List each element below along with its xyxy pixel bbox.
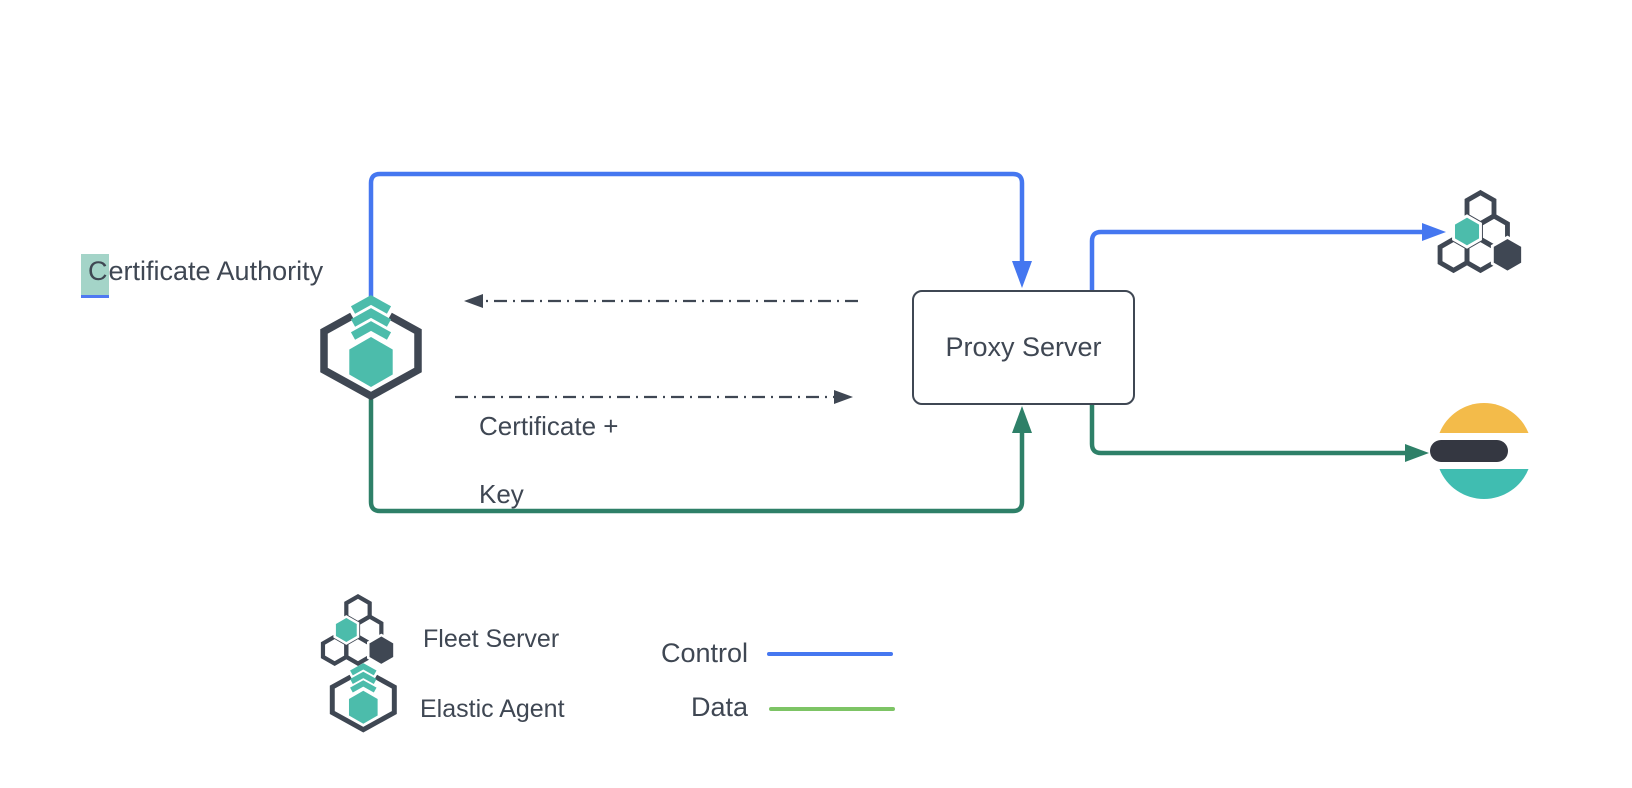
selection-highlight: C [81, 254, 109, 298]
fleet-server-icon[interactable] [1440, 193, 1523, 273]
arrowhead-cert-key-right [834, 390, 853, 404]
elasticsearch-logo-icon[interactable] [1430, 402, 1529, 500]
proxy-server-node[interactable]: Proxy Server [912, 290, 1135, 405]
legend-fleet-server-label: Fleet Server [423, 625, 560, 653]
certificate-authority-label-rest: ertificate Authority [108, 256, 324, 286]
arrowhead-control-into-proxy [1012, 261, 1032, 288]
legend-data-line-swatch [769, 707, 895, 711]
certificate-authority-label[interactable]: Certificate Authority [81, 254, 324, 298]
certificate-key-line2: Key [479, 479, 524, 509]
proxy-server-label: Proxy Server [945, 332, 1102, 362]
legend-elastic-agent-label: Elastic Agent [420, 695, 565, 723]
arrowhead-data-into-proxy [1012, 406, 1032, 433]
certificate-key-label[interactable]: Certificate + Key [479, 409, 618, 511]
edge-data-proxy-to-elasticsearch[interactable] [1089, 403, 1407, 456]
arrowhead-cert-request-left [464, 294, 483, 308]
legend-control-label: Control [660, 638, 748, 668]
legend-data-label: Data [690, 692, 748, 722]
edge-control-agent-to-proxy[interactable] [368, 171, 1025, 300]
elastic-agent-icon[interactable] [324, 300, 418, 396]
arrowhead-control-into-fleet [1422, 223, 1446, 241]
arrowhead-data-into-elasticsearch [1405, 444, 1429, 462]
legend-control-line-swatch [767, 652, 893, 656]
certificate-key-line1: Certificate + [479, 411, 619, 441]
legend-fleet-server-icon [323, 596, 394, 665]
edge-control-proxy-to-fleet[interactable] [1089, 229, 1424, 292]
legend-elastic-agent-icon [332, 666, 394, 729]
edge-data-agent-to-proxy[interactable] [368, 398, 1025, 514]
